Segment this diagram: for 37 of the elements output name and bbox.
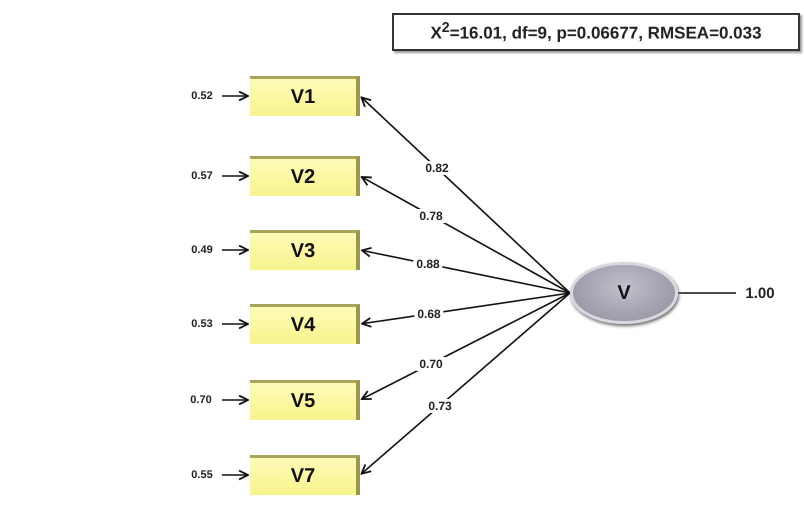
node-text: V5 xyxy=(290,390,316,413)
observed-variable-box xyxy=(250,76,360,116)
fit-statistics-box xyxy=(392,13,800,51)
node-text: V xyxy=(617,282,631,304)
edge-label: 0.88 xyxy=(413,256,443,271)
node-text: V4 xyxy=(290,314,316,337)
arrow xyxy=(360,176,570,294)
node-text: X$^{2}$=16.01, df=9, p=0.06677, RMSEA=0.033 xyxy=(430,20,762,44)
node-text: V7 xyxy=(290,465,316,488)
arrow xyxy=(222,90,249,102)
observed-variable-box xyxy=(250,304,360,344)
arrow xyxy=(360,292,571,475)
error-value: 0.53 xyxy=(191,318,213,330)
edge-label: 0.68 xyxy=(414,306,444,321)
arrow xyxy=(222,244,249,256)
arrow xyxy=(222,470,249,480)
observed-variable-box xyxy=(250,230,360,270)
observed-variable-box xyxy=(250,156,360,196)
edge-label: 0.70 xyxy=(416,356,446,371)
arrow xyxy=(222,318,249,330)
node-text: V2 xyxy=(290,166,316,189)
error-value: 0.55 xyxy=(191,469,213,481)
latent-variable-ellipse xyxy=(570,262,678,324)
error-value: 0.57 xyxy=(191,170,213,182)
observed-variable-box xyxy=(250,380,360,420)
arrow xyxy=(222,170,249,182)
error-value: 0.70 xyxy=(190,394,212,406)
error-value: 0.52 xyxy=(191,90,213,102)
node-text: V1 xyxy=(290,86,316,109)
arrow xyxy=(360,96,571,294)
error-value: 0.49 xyxy=(191,244,213,256)
arrow xyxy=(222,394,249,406)
edge-label: 0.78 xyxy=(416,208,446,223)
variance-value: 1.00 xyxy=(745,284,775,302)
node-text: V3 xyxy=(290,240,316,263)
observed-variable-box xyxy=(250,455,360,495)
arrow xyxy=(360,292,570,400)
